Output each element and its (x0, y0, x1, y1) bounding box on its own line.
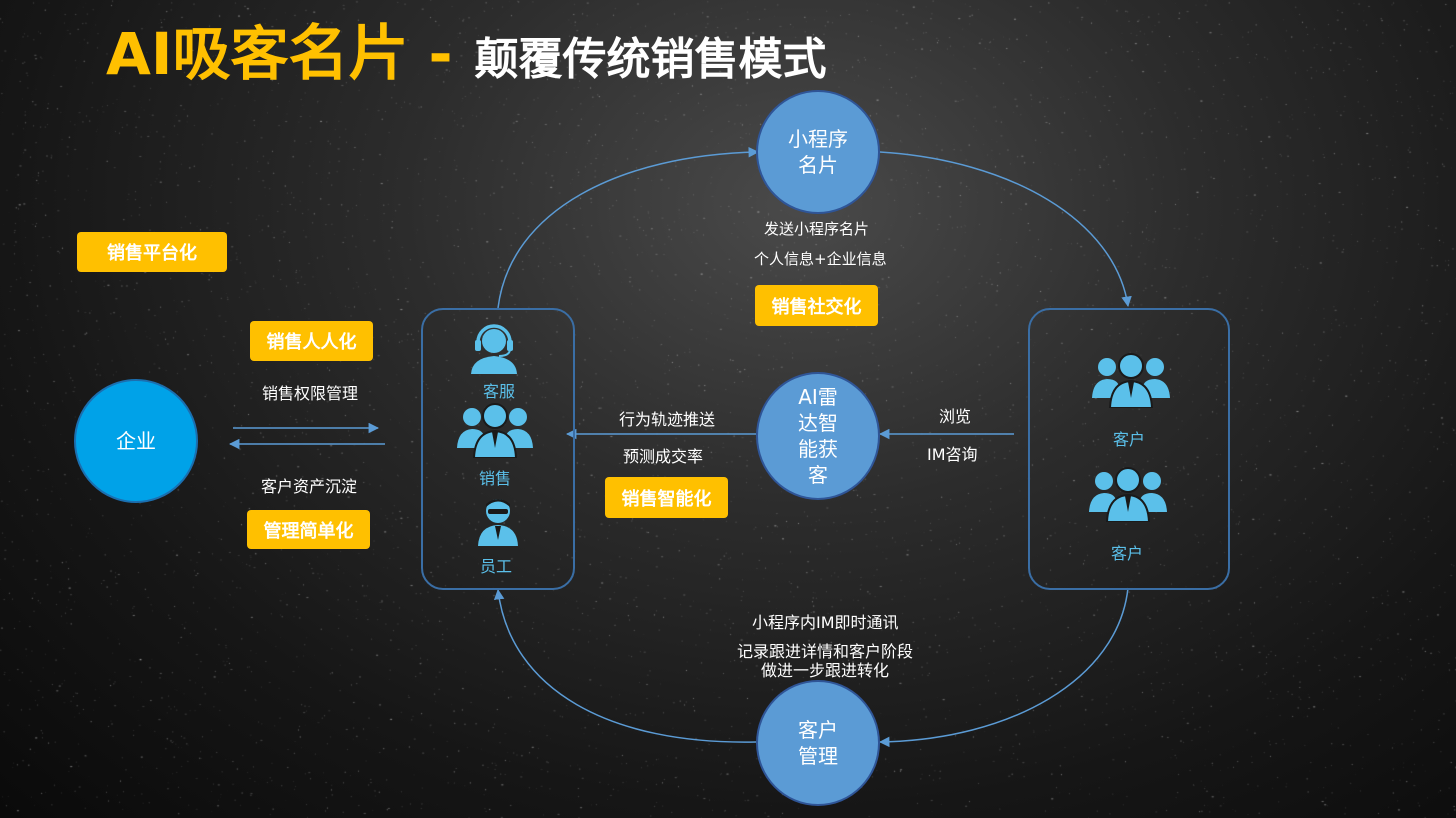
tag-sales-personal: 销售人人化 (250, 321, 373, 361)
headset-icon (471, 324, 517, 374)
node-ai-radar: AI雷达智能获客 (756, 372, 880, 500)
arrow-management-to-sales (493, 588, 757, 743)
label-info: 个人信息+企业信息 (754, 250, 887, 268)
page-title: AI吸客名片-颠覆传统销售模式 (106, 18, 827, 105)
customer-label-1: 客户 (1113, 430, 1146, 449)
staff-group-box (421, 308, 575, 590)
label-browse: 浏览 (939, 407, 972, 426)
arrow-card-to-customers (879, 151, 1132, 308)
customer-group-box (1028, 308, 1230, 590)
tag-sales-social: 销售社交化 (755, 285, 878, 326)
customer-group-icon (1089, 467, 1167, 522)
label-predict-rate: 预测成交率 (623, 447, 704, 466)
label-im-chat: 小程序内IM即时通讯 (752, 613, 899, 632)
node-enterprise: 企业 (74, 379, 198, 503)
tag-management-simple: 管理简单化 (247, 510, 370, 549)
team-icon (457, 403, 533, 458)
title-ai-part: AI吸客 (106, 20, 289, 88)
label-send-card: 发送小程序名片 (764, 220, 870, 238)
title-card-part: 名片 (288, 19, 409, 89)
label-customer-assets: 客户资产沉淀 (261, 477, 358, 496)
label-record: 记录跟进详情和客户阶段 (737, 642, 914, 661)
node-mini-program-card: 小程序名片 (756, 90, 880, 214)
label-sales-rights: 销售权限管理 (262, 384, 359, 403)
label-im-consult: IM咨询 (927, 445, 978, 464)
staff-label-sales: 销售 (479, 469, 512, 488)
tag-sales-platform: 销售平台化 (77, 232, 227, 272)
tag-sales-smart: 销售智能化 (605, 477, 728, 518)
staff-label-employee: 员工 (480, 557, 513, 576)
customer-group-icon (1092, 353, 1170, 408)
arrow-customers-to-management (878, 587, 1129, 748)
employee-icon (478, 499, 518, 546)
node-customer-management: 客户管理 (756, 680, 880, 806)
staff-label-service: 客服 (483, 382, 516, 401)
label-behavior-push: 行为轨迹推送 (619, 410, 716, 429)
arrow-sales-to-card (497, 146, 760, 309)
title-subtitle: 颠覆传统销售模式 (474, 34, 827, 85)
label-follow: 做进一步跟进转化 (761, 661, 890, 680)
title-dash: - (428, 20, 453, 88)
customer-label-2: 客户 (1111, 544, 1144, 563)
